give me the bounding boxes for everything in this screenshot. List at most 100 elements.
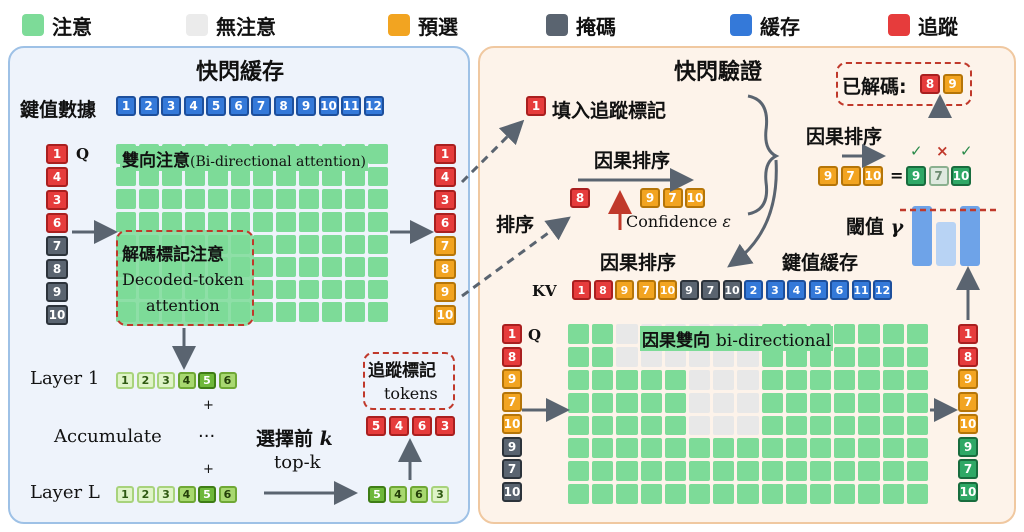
attention-cell bbox=[834, 461, 856, 482]
token: 5 bbox=[368, 486, 386, 503]
token: 1 bbox=[958, 324, 978, 344]
legend-swatch bbox=[730, 14, 752, 36]
kv-cache-label: 鍵值緩存 bbox=[782, 252, 859, 274]
attention-cell bbox=[161, 189, 182, 209]
attention-cell bbox=[230, 166, 251, 187]
legend-label: 注意 bbox=[52, 14, 92, 39]
token: 7 bbox=[502, 391, 522, 412]
attention-cell bbox=[568, 415, 590, 436]
attention-cell bbox=[858, 324, 880, 344]
causal-bi-label: 因果雙向 bi-directional bbox=[640, 326, 834, 351]
attention-cell bbox=[689, 461, 711, 482]
attention-cell bbox=[761, 369, 783, 390]
attention-cell bbox=[785, 461, 807, 482]
causal-sort-label-1: 因果排序 bbox=[594, 150, 671, 172]
attention-cell bbox=[592, 415, 614, 436]
token: 6 bbox=[412, 416, 432, 436]
token: 9 bbox=[502, 369, 522, 389]
token: 9 bbox=[942, 74, 963, 94]
attention-cell bbox=[834, 438, 856, 459]
attention-cell bbox=[640, 484, 662, 504]
causal-sort-label-2: 因果排序 bbox=[806, 126, 883, 148]
attention-cell bbox=[299, 166, 320, 187]
token: 3 bbox=[431, 486, 449, 503]
legend-swatch bbox=[186, 14, 208, 36]
token: 5 bbox=[198, 486, 216, 503]
attention-cell bbox=[882, 484, 904, 504]
attention-cell bbox=[761, 392, 783, 413]
token: 11 bbox=[341, 96, 361, 116]
token: 3 bbox=[435, 416, 455, 436]
attention-cell bbox=[116, 166, 136, 187]
attention-cell bbox=[276, 189, 297, 209]
tracked-tokens-zh: 追蹤標記 bbox=[368, 361, 436, 381]
attention-cell bbox=[207, 211, 228, 232]
legend-swatch bbox=[546, 14, 568, 36]
attention-cell bbox=[689, 369, 711, 390]
attention-cell bbox=[345, 257, 366, 277]
check-icon-2: ✓ bbox=[960, 142, 973, 160]
attention-cell bbox=[322, 279, 343, 300]
token: 3 bbox=[434, 190, 456, 210]
attention-cell bbox=[737, 369, 759, 390]
token: 9 bbox=[434, 282, 456, 302]
legend-label: 掩碼 bbox=[576, 14, 616, 39]
token: 1 bbox=[46, 144, 68, 164]
attention-cell bbox=[834, 392, 856, 413]
decoded-attention-zh: 解碼標記注意 bbox=[122, 245, 224, 265]
token: 2 bbox=[138, 96, 159, 116]
token: 10 bbox=[318, 96, 339, 116]
attention-cell bbox=[616, 484, 638, 504]
token: 7 bbox=[928, 166, 949, 186]
brace bbox=[747, 94, 780, 216]
attention-cell bbox=[276, 302, 297, 322]
attention-cell bbox=[689, 415, 711, 436]
attention-cell bbox=[207, 189, 228, 209]
attention-cell bbox=[858, 484, 880, 504]
attention-cell bbox=[299, 211, 320, 232]
attention-cell bbox=[834, 415, 856, 436]
attention-cell bbox=[834, 346, 856, 367]
token: 3 bbox=[765, 280, 785, 300]
attention-cell bbox=[592, 392, 614, 413]
attention-cell bbox=[276, 234, 297, 255]
attention-cell bbox=[368, 257, 388, 277]
legend-item: 預選 bbox=[388, 8, 458, 42]
token: 10 bbox=[434, 305, 456, 325]
kv-data-label: 鍵值數據 bbox=[20, 99, 97, 121]
arrow-brace-to-kv bbox=[727, 159, 778, 268]
attention-cell bbox=[713, 369, 735, 390]
token: 1 bbox=[502, 324, 522, 344]
threshold-label: 閾值 γ bbox=[846, 216, 904, 238]
attention-cell bbox=[882, 438, 904, 459]
legend-item: 注意 bbox=[22, 8, 92, 42]
sort-label: 排序 bbox=[496, 214, 535, 236]
attention-cell bbox=[761, 415, 783, 436]
attention-cell bbox=[689, 392, 711, 413]
attention-cell bbox=[616, 415, 638, 436]
token: 10 bbox=[502, 481, 522, 502]
threshold-bar bbox=[936, 222, 956, 266]
token: 8 bbox=[273, 96, 294, 116]
attention-cell bbox=[737, 346, 759, 367]
attention-cell bbox=[368, 144, 388, 164]
token: 6 bbox=[228, 96, 249, 116]
attention-cell bbox=[616, 461, 638, 482]
token: 7 bbox=[434, 236, 456, 256]
attention-cell bbox=[906, 346, 928, 367]
attention-cell bbox=[713, 461, 735, 482]
token: 10 bbox=[863, 166, 883, 186]
token: 7 bbox=[958, 391, 978, 412]
attention-cell bbox=[253, 257, 274, 277]
attention-cell bbox=[906, 438, 928, 459]
attention-cell bbox=[592, 346, 614, 367]
attention-cell bbox=[858, 438, 880, 459]
attention-cell bbox=[322, 257, 343, 277]
attention-cell bbox=[184, 189, 205, 209]
token: 8 bbox=[593, 280, 613, 300]
attention-cell bbox=[785, 369, 807, 390]
attention-cell bbox=[713, 392, 735, 413]
attention-cell bbox=[299, 234, 320, 255]
token: 9 bbox=[640, 188, 660, 208]
